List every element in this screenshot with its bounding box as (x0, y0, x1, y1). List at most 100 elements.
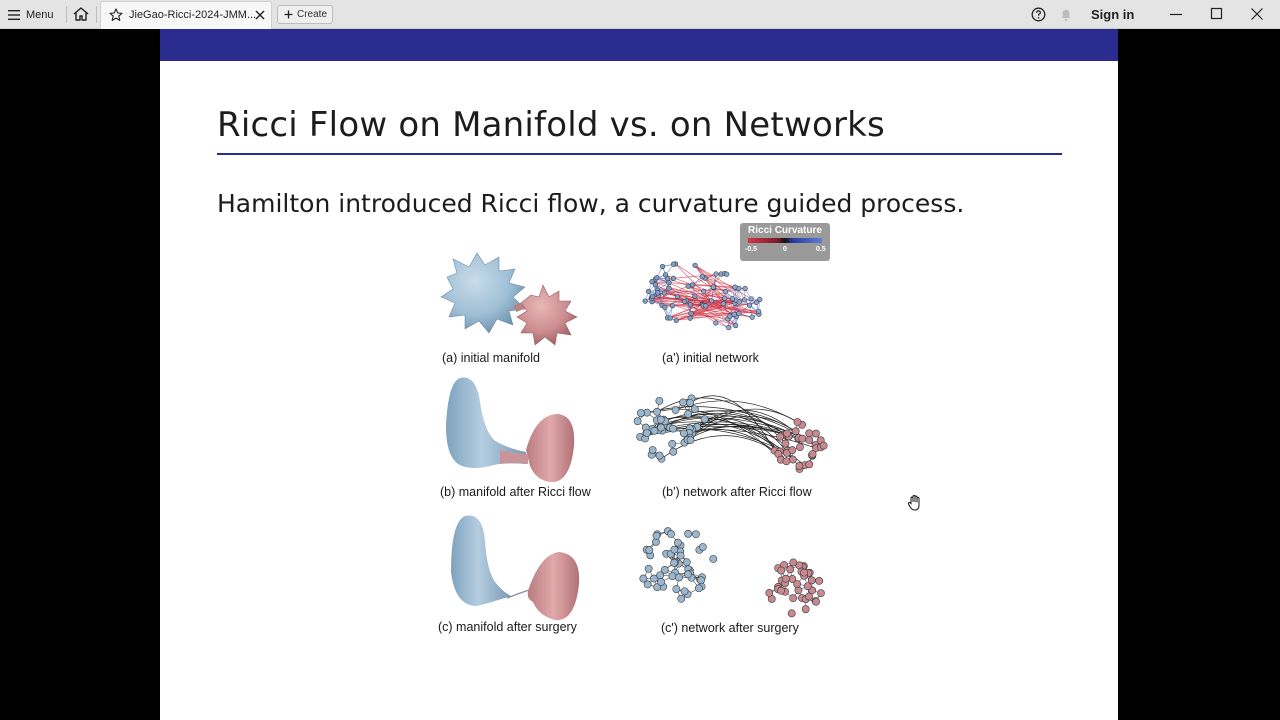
legend-tick: 0 (783, 246, 787, 253)
network-edge (694, 265, 740, 314)
close-icon[interactable] (253, 8, 267, 22)
network-node (661, 290, 667, 296)
slide: Ricci Flow on Manifold vs. on Networks H… (160, 29, 1118, 720)
network-node (639, 574, 648, 583)
network-node (685, 283, 691, 289)
network-node (670, 545, 679, 554)
network-node (722, 289, 728, 295)
caption-b-prime: (b') network after Ricci flow (662, 485, 812, 499)
network-node (680, 587, 689, 596)
network-node (794, 586, 803, 595)
network-node (742, 285, 748, 292)
network-node (692, 262, 698, 268)
network-node (654, 275, 660, 281)
network-node (662, 272, 669, 278)
network-node (667, 315, 673, 321)
caption-c-prime: (c') network after surgery (661, 621, 799, 635)
menu-button[interactable]: Menu (8, 5, 54, 25)
network-node (776, 432, 784, 441)
network-edge (704, 277, 735, 315)
network-node (690, 405, 699, 414)
network-node (795, 462, 804, 470)
network-node (655, 290, 661, 296)
network-edge (696, 409, 803, 439)
network-edge (702, 304, 760, 315)
network-node (699, 274, 705, 280)
network-node (636, 409, 645, 417)
network-node (692, 530, 700, 539)
network-node (679, 398, 688, 407)
network-node (673, 317, 679, 323)
home-button[interactable] (72, 6, 92, 24)
network-edge (667, 278, 725, 299)
legend-tick: -0.5 (745, 246, 758, 253)
question-icon[interactable] (1031, 7, 1046, 22)
network-node (668, 439, 677, 448)
network-node (653, 583, 662, 592)
network-node (660, 566, 669, 574)
minimize-icon[interactable] (1169, 7, 1183, 21)
slide-text: Hamilton introduced Ricci flow, a curvat… (217, 189, 965, 218)
network-node (695, 584, 703, 593)
network-edge (694, 265, 752, 300)
network-node (655, 451, 664, 460)
network-node (757, 296, 763, 303)
maximize-icon[interactable] (1210, 7, 1224, 21)
network-node (710, 284, 716, 290)
network-node (803, 582, 812, 591)
network-ricci-flow-figure (633, 394, 828, 473)
bell-icon[interactable] (1059, 7, 1073, 22)
menu-label: Menu (26, 9, 54, 21)
network-node (650, 426, 659, 435)
network-node (786, 565, 795, 574)
network-node (645, 288, 652, 295)
network-edge (668, 288, 729, 320)
network-node (808, 450, 817, 458)
network-node (796, 443, 804, 451)
network-node (682, 558, 691, 567)
network-node (649, 279, 655, 285)
network-node (788, 446, 797, 454)
network-node (652, 531, 661, 540)
network-node (669, 424, 677, 433)
network-node (653, 407, 661, 416)
network-node (748, 296, 754, 302)
network-node (669, 303, 676, 309)
network-node (687, 302, 694, 308)
network-node (700, 415, 709, 424)
network-node (736, 310, 742, 317)
legend-tick: 0.5 (816, 246, 826, 253)
network-node (684, 529, 693, 538)
manifold-ricci-flow-figure (446, 377, 575, 483)
title-rule (217, 153, 1062, 155)
network-node (788, 455, 797, 464)
network-edge (686, 415, 796, 441)
network-node (644, 564, 653, 573)
network-edge (664, 292, 760, 315)
close-icon[interactable] (1250, 7, 1264, 21)
network-node (732, 284, 738, 290)
star-icon[interactable] (109, 8, 123, 22)
network-node (805, 460, 814, 469)
tab-title: JieGao-Ricci-2024-JMM... (129, 9, 257, 21)
sign-in-button[interactable]: Sign in (1091, 7, 1135, 22)
network-node (800, 568, 809, 577)
caption-c: (c) manifold after surgery (438, 620, 577, 634)
network-node (731, 311, 737, 318)
network-node (819, 441, 828, 450)
network-node (783, 429, 791, 438)
document-tab[interactable]: JieGao-Ricci-2024-JMM... (100, 1, 272, 29)
network-node (670, 261, 677, 267)
network-node (688, 310, 694, 316)
network-node (713, 271, 719, 277)
network-node (791, 427, 800, 436)
network-node (787, 609, 796, 618)
network-node (733, 322, 739, 329)
network-node (709, 554, 718, 563)
caption-a-prime: (a') initial network (662, 351, 759, 365)
create-button[interactable]: Create (277, 5, 333, 24)
network-node (698, 543, 707, 551)
network-node (670, 275, 677, 281)
legend-title: Ricci Curvature (748, 225, 822, 236)
network-node (659, 263, 666, 270)
